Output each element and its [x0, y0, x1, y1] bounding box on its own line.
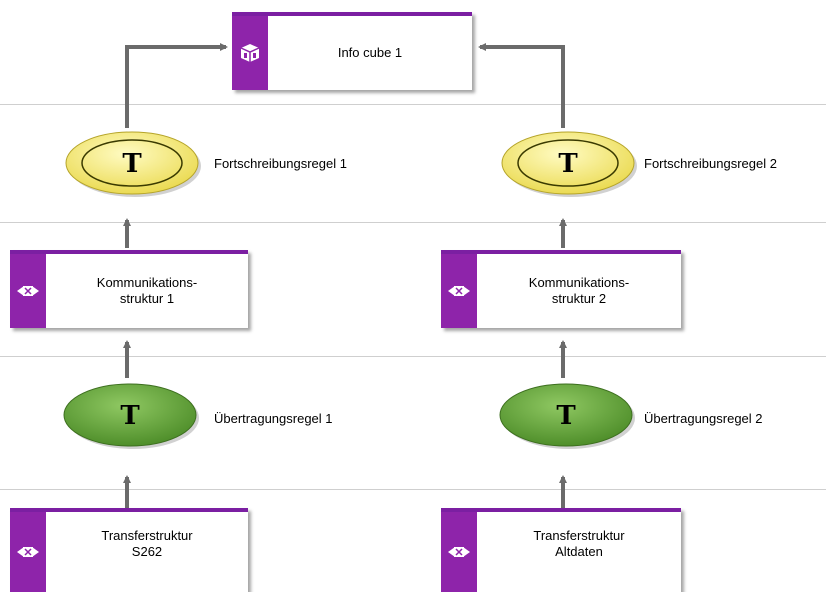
lane-divider	[0, 104, 826, 105]
left-comm-structure-label: Kommunikations- struktur 1	[96, 275, 198, 306]
lane-divider	[0, 222, 826, 223]
structure-icon	[10, 512, 46, 592]
left-transfer-rule-label: Übertragungsregel 1	[214, 411, 333, 426]
right-transfer-structure-label: Transferstruktur Altdaten	[533, 528, 625, 559]
lane-divider	[0, 356, 826, 357]
right-transfer-rule-node[interactable]: T	[496, 380, 642, 454]
right-update-rule-label: Fortschreibungsregel 2	[644, 156, 777, 171]
info-cube-label: Info cube 1	[337, 45, 403, 60]
right-transfer-structure-node[interactable]: Transferstruktur Altdaten	[441, 508, 681, 592]
right-transfer-rule-label: Übertragungsregel 2	[644, 411, 763, 426]
left-transfer-rule-node[interactable]: T	[60, 380, 206, 454]
left-update-rule-symbol: T	[122, 149, 142, 179]
right-update-rule-node[interactable]: T	[498, 128, 644, 202]
right-update-rule-symbol: T	[558, 149, 578, 179]
left-transfer-structure-label: Transferstruktur S262	[101, 528, 193, 559]
left-update-rule-node[interactable]: T	[62, 128, 208, 202]
left-update-rule-label: Fortschreibungsregel 1	[214, 156, 347, 171]
connector-left-update-to-cube	[125, 43, 228, 128]
structure-icon	[441, 512, 477, 592]
structure-icon	[10, 254, 46, 328]
left-transfer-structure-node[interactable]: Transferstruktur S262	[10, 508, 248, 592]
right-transfer-rule-symbol: T	[556, 401, 576, 431]
structure-icon	[441, 254, 477, 328]
info-cube-node[interactable]: Info cube 1	[232, 12, 472, 90]
right-comm-structure-label: Kommunikations- struktur 2	[528, 275, 630, 306]
lane-divider	[0, 489, 826, 490]
connector-right-update-to-cube	[478, 43, 565, 128]
info-cube-icon	[232, 16, 268, 90]
left-transfer-rule-symbol: T	[120, 401, 140, 431]
right-comm-structure-node[interactable]: Kommunikations- struktur 2	[441, 250, 681, 328]
left-comm-structure-node[interactable]: Kommunikations- struktur 1	[10, 250, 248, 328]
